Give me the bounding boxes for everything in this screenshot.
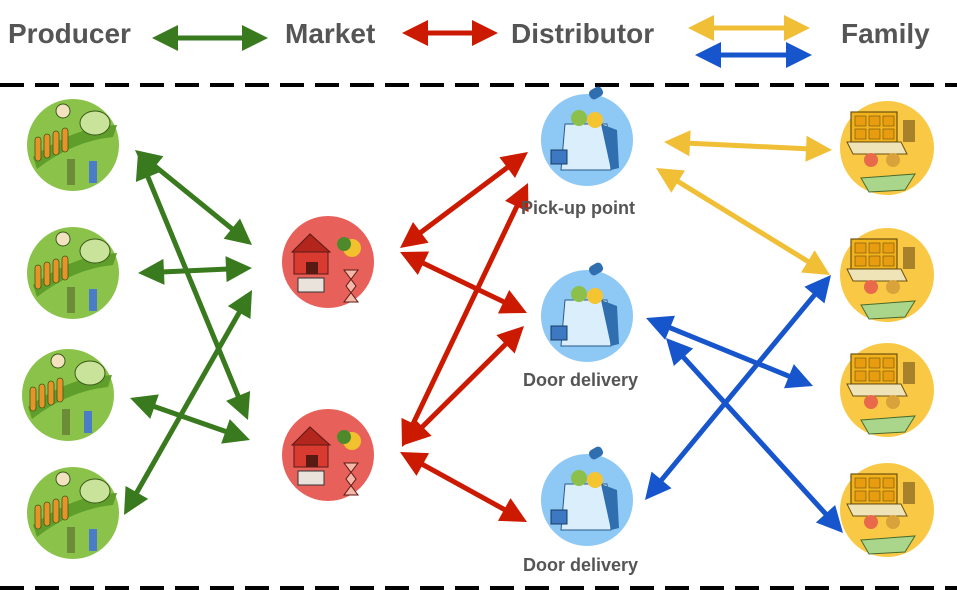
arrow-head	[124, 485, 149, 515]
arrow-head	[400, 222, 429, 248]
arrow-head	[666, 338, 694, 366]
arrow-head	[223, 218, 252, 245]
legend-arrow-distributor-family-pickup	[688, 15, 810, 41]
arrow-shaft	[417, 338, 511, 433]
connection-arrow-d1-f2	[656, 168, 830, 275]
connection-arrow-p3-m2	[130, 394, 250, 444]
farmer-harvest-icon	[27, 467, 119, 559]
family-laptop-icon	[840, 343, 934, 437]
family-laptop-icon	[840, 101, 934, 195]
arrow-shaft	[148, 402, 232, 436]
arrow-shaft	[656, 289, 820, 486]
arrow-head	[402, 20, 428, 46]
arrow-shaft	[664, 323, 795, 381]
arrow-head	[784, 364, 813, 389]
farmer-harvest-icon	[22, 349, 114, 441]
connection-arrow-m2-d2	[404, 326, 524, 445]
arrow-shaft	[678, 351, 831, 520]
arrow-head	[505, 183, 529, 213]
arrow-head	[138, 258, 165, 285]
arrow-head	[805, 135, 832, 162]
arrow-head	[497, 290, 527, 314]
arrow-head	[695, 42, 721, 68]
arrow-shaft	[417, 258, 510, 307]
arrow-shaft	[417, 459, 510, 515]
arrow-shaft	[415, 162, 513, 238]
farmer-harvest-icon	[27, 227, 119, 319]
family-laptop-icon	[840, 228, 934, 322]
arrow-head	[242, 25, 268, 51]
grocery-bag-icon	[541, 262, 633, 362]
arrow-head	[499, 152, 528, 178]
legend-arrow-producer-market	[152, 25, 268, 51]
warehouse-truck-icon	[282, 409, 374, 501]
arrow-shaft	[143, 171, 243, 402]
connection-arrow-d3-f2	[645, 275, 831, 500]
arrow-shaft	[132, 306, 244, 499]
arrow-shaft	[672, 176, 814, 267]
top-divider	[0, 83, 957, 87]
arrow-head	[645, 471, 672, 500]
arrow-head	[784, 15, 810, 41]
bottom-divider	[0, 586, 957, 590]
arrow-shaft	[149, 161, 238, 234]
connection-arrow-m2-d3	[400, 452, 527, 522]
arrow-head	[400, 452, 430, 476]
arrow-head	[664, 130, 691, 157]
arrow-head	[801, 250, 830, 275]
connection-arrow-d2-f4	[666, 338, 843, 533]
arrow-head	[225, 256, 252, 283]
farmer-harvest-icon	[27, 99, 119, 191]
arrow-head	[472, 20, 498, 46]
legend-family-label: Family	[841, 18, 930, 49]
arrow-head	[227, 290, 252, 320]
arrow-shaft	[158, 266, 232, 275]
legend-arrow-distributor-family-delivery	[695, 42, 812, 68]
arrow-head	[221, 419, 250, 444]
grocery-bag-icon	[541, 86, 633, 186]
distributor-label-delivery-2: Door delivery	[523, 555, 639, 575]
grocery-bag-icon	[541, 446, 633, 546]
legend-market-label: Market	[285, 18, 376, 49]
arrow-head	[130, 394, 159, 419]
arrow-shaft	[684, 140, 812, 152]
arrow-head	[688, 15, 714, 41]
arrow-head	[400, 251, 430, 275]
arrow-head	[656, 168, 685, 193]
arrow-head	[815, 505, 843, 533]
connection-arrow-d2-f3	[646, 315, 813, 389]
arrow-head	[496, 326, 524, 354]
arrow-shaft	[408, 200, 522, 430]
warehouse-truck-icon	[282, 216, 374, 308]
connection-arrow-m2-d1	[401, 183, 529, 447]
connection-arrow-p1-m1	[135, 150, 252, 245]
arrow-head	[646, 315, 675, 340]
legend-arrow-market-distributor	[402, 20, 498, 46]
arrow-head	[404, 417, 432, 445]
connection-arrow-m1-d2	[400, 251, 527, 314]
family-laptop-icon	[840, 463, 934, 557]
arrow-head	[804, 275, 831, 304]
legend-distributor-label: Distributor	[511, 18, 655, 49]
connection-arrow-p1-m2	[135, 153, 251, 420]
connection-arrow-p2-m1	[138, 256, 252, 285]
arrow-head	[152, 25, 178, 51]
arrow-head	[786, 42, 812, 68]
connection-arrow-d1-f1	[664, 130, 832, 162]
distributor-label-pickup: Pick-up point	[521, 198, 635, 218]
arrow-head	[497, 498, 527, 522]
arrow-head	[226, 391, 251, 420]
connection-arrow-m1-d1	[400, 152, 528, 248]
legend-producer-label: Producer	[8, 18, 131, 49]
connection-arrow-p4-m1	[124, 290, 252, 515]
distributor-label-delivery-1: Door delivery	[523, 370, 639, 390]
arrow-head	[135, 153, 160, 182]
